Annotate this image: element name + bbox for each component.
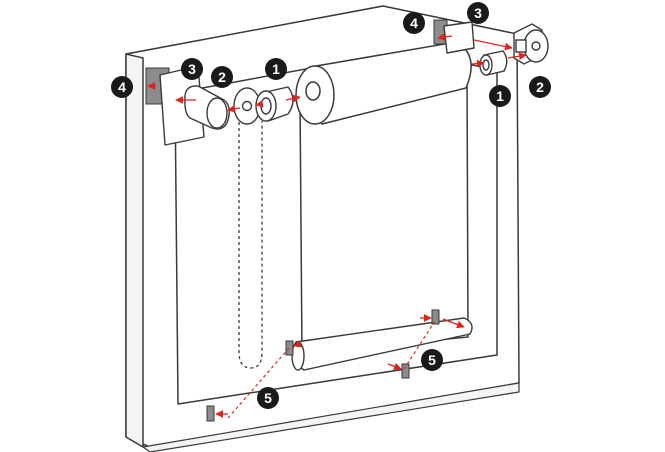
badge-4-left: 4 [111, 76, 133, 98]
assembly-arrows [147, 33, 527, 418]
badge-2-left: 2 [211, 66, 233, 88]
badge-3-right: 3 [467, 2, 489, 24]
badge-5-bottom-right: 5 [421, 349, 443, 371]
roller-tube [295, 41, 472, 125]
clip-guide-dashed-1 [227, 346, 291, 419]
badge-3-left: 3 [181, 58, 203, 80]
bottom-clip-right-low [401, 363, 410, 379]
svg-text:4: 4 [118, 79, 126, 95]
svg-text:1: 1 [272, 61, 280, 77]
svg-text:2: 2 [218, 69, 226, 85]
bottom-clip-right-high [431, 309, 440, 325]
bearing-right-bracket [513, 23, 549, 65]
chain-loop [238, 121, 263, 369]
end-plug-right [479, 50, 508, 76]
svg-text:5: 5 [264, 390, 272, 406]
badge-5-bottom-left: 5 [257, 387, 279, 409]
svg-text:3: 3 [188, 61, 196, 77]
clip-guide-dashed-2 [403, 317, 438, 370]
svg-text:1: 1 [496, 88, 504, 104]
badge-4-right: 4 [403, 12, 425, 34]
frame-side-face [125, 53, 144, 448]
svg-text:5: 5 [428, 352, 436, 368]
end-plug-left [255, 86, 294, 122]
bracket-right [443, 21, 475, 54]
svg-text:3: 3 [474, 5, 482, 21]
badge-2-right: 2 [529, 76, 551, 98]
bracket-left [159, 65, 231, 146]
svg-text:4: 4 [410, 15, 418, 31]
svg-text:2: 2 [536, 79, 544, 95]
bottom-clip-mid [285, 340, 294, 356]
bottom-clip-left [206, 405, 215, 422]
badge-1-left: 1 [265, 58, 287, 80]
badge-1-right: 1 [489, 85, 511, 107]
bottom-bar [291, 317, 473, 371]
frame-bottom-face [142, 382, 520, 452]
